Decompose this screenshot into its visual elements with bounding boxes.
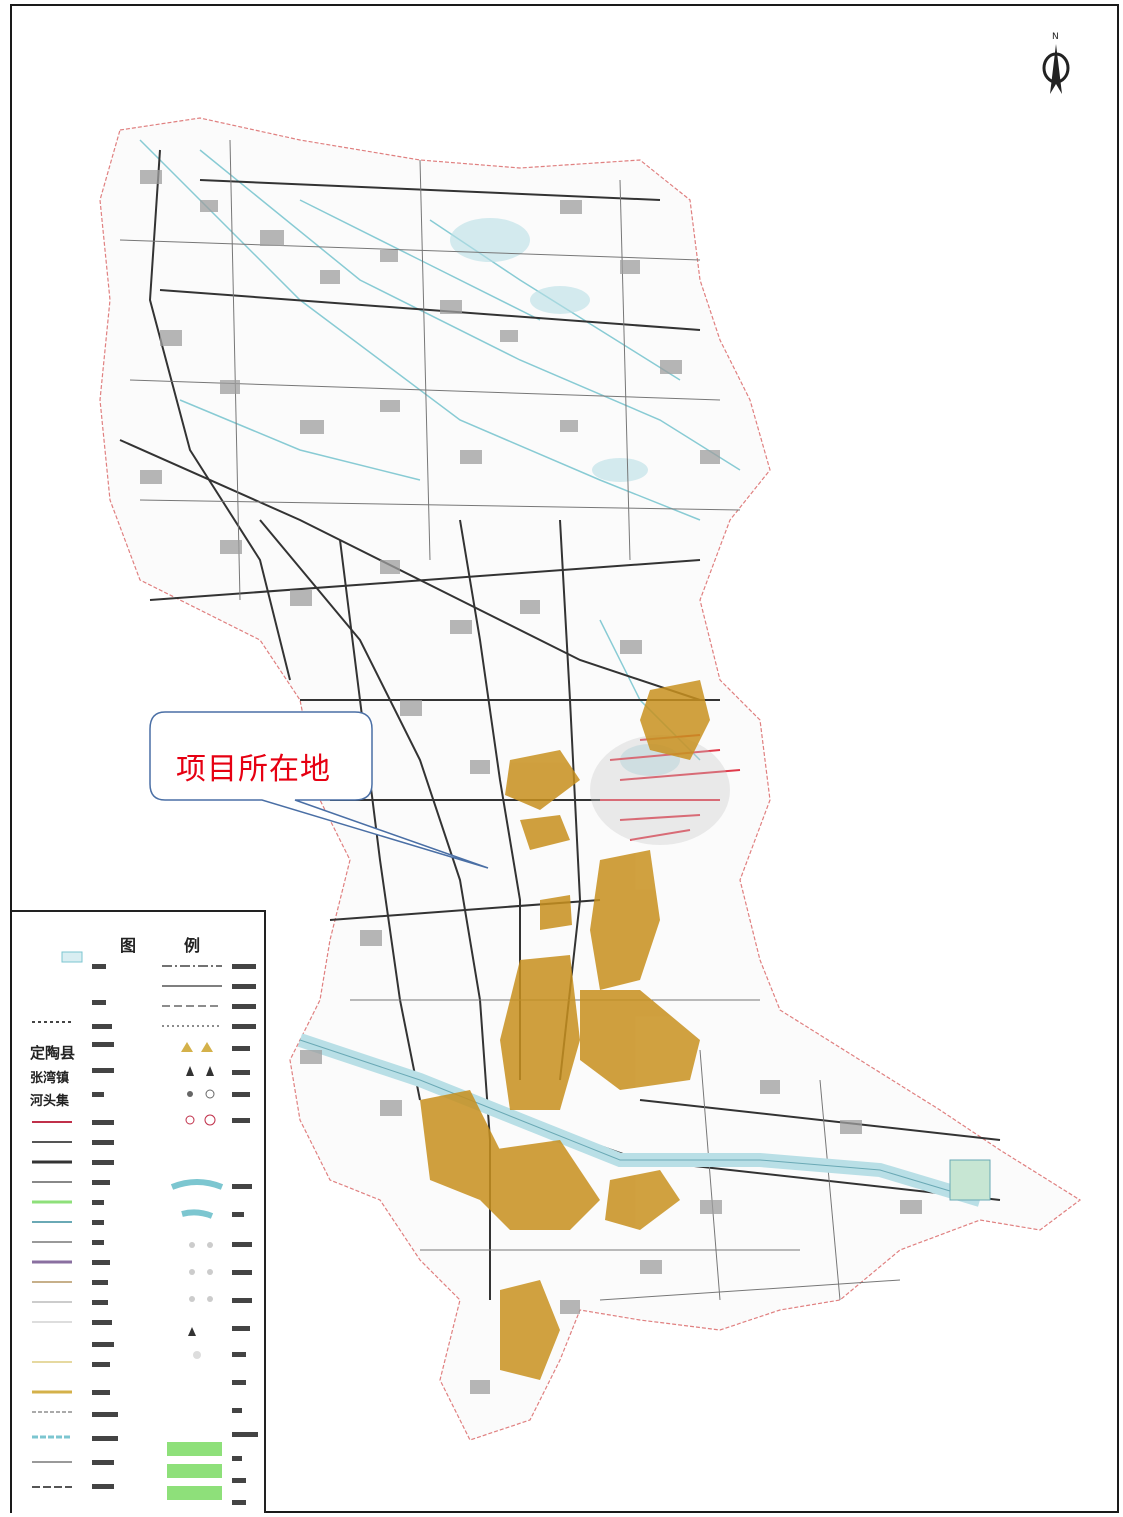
map-legend: 图 例 定陶县 张湾镇 河头集 — [12, 910, 266, 1513]
road-network — [119, 149, 1001, 1300]
legend-symbols — [32, 951, 258, 1505]
north-arrow-icon — [1042, 44, 1070, 94]
urban-area-tint — [590, 735, 730, 845]
settlements — [140, 170, 922, 1394]
legend-title-left: 图 — [120, 936, 137, 955]
light-water-areas — [450, 218, 680, 776]
project-location-callout — [149, 711, 489, 869]
callout-label: 项目所在地 — [176, 752, 331, 787]
legend-title-right: 例 — [184, 936, 201, 955]
ochre-land-areas — [420, 680, 710, 1380]
legend-county-label: 定陶县 — [30, 1044, 76, 1062]
secondary-roads — [119, 139, 901, 1301]
legend-village-label: 河头集 — [30, 1094, 70, 1109]
reservoir — [949, 1159, 991, 1201]
north-letter: N — [1052, 32, 1059, 42]
legend-town-label: 张湾镇 — [30, 1071, 70, 1086]
